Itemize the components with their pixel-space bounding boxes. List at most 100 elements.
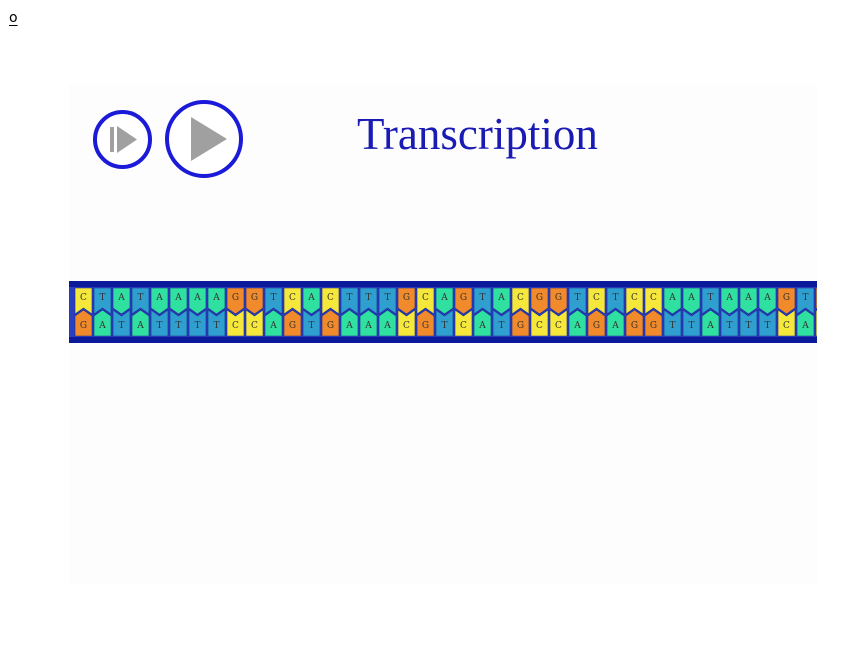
svg-text:A: A [136, 321, 144, 331]
svg-text:T: T [365, 293, 371, 303]
svg-text:G: G [460, 293, 467, 303]
svg-text:T: T [726, 321, 732, 331]
top-base-22: A [492, 287, 511, 315]
top-base-28: T [606, 287, 625, 315]
top-base-32: A [682, 287, 701, 315]
top-base-8: G [226, 287, 245, 315]
svg-text:A: A [440, 293, 448, 303]
svg-text:A: A [193, 293, 201, 303]
svg-text:A: A [687, 293, 695, 303]
svg-text:G: G [232, 293, 239, 303]
top-base-38: T [796, 287, 815, 315]
top-base-23: C [511, 287, 530, 315]
svg-text:A: A [269, 321, 277, 331]
svg-text:C: C [631, 293, 638, 303]
play-icon [191, 117, 227, 161]
svg-text:G: G [403, 293, 410, 303]
bottom-base-20: C [454, 309, 473, 337]
svg-text:T: T [802, 293, 808, 303]
dna-strands: CGTAATTAATATATATGCGCTACGATCGTATATAGCCGAT… [69, 287, 817, 337]
svg-text:C: C [650, 293, 657, 303]
bottom-base-3: A [131, 309, 150, 337]
top-base-24: G [530, 287, 549, 315]
corner-mark: o [9, 10, 18, 26]
bottom-base-2: T [112, 309, 131, 337]
bottom-base-21: A [473, 309, 492, 337]
top-base-15: T [359, 287, 378, 315]
bottom-base-19: T [435, 309, 454, 337]
top-base-35: A [739, 287, 758, 315]
svg-text:T: T [99, 293, 105, 303]
bottom-base-10: A [264, 309, 283, 337]
bottom-base-18: G [416, 309, 435, 337]
bottom-base-31: T [663, 309, 682, 337]
svg-text:G: G [517, 321, 524, 331]
step-forward-button[interactable] [93, 110, 152, 169]
top-base-39: G [815, 287, 817, 310]
top-base-33: T [701, 287, 720, 315]
svg-text:C: C [422, 293, 429, 303]
top-base-25: G [549, 287, 568, 315]
svg-text:T: T [574, 293, 580, 303]
top-base-12: A [302, 287, 321, 315]
bottom-base-34: T [720, 309, 739, 337]
svg-text:A: A [345, 321, 353, 331]
svg-text:A: A [478, 321, 486, 331]
svg-text:T: T [308, 321, 314, 331]
top-base-34: A [720, 287, 739, 315]
svg-text:T: T [175, 321, 181, 331]
bottom-base-36: T [758, 309, 777, 337]
svg-text:G: G [631, 321, 638, 331]
top-base-18: C [416, 287, 435, 315]
page-title: Transcription [357, 109, 598, 159]
svg-text:A: A [801, 321, 809, 331]
top-base-11: C [283, 287, 302, 315]
top-base-26: T [568, 287, 587, 315]
bottom-base-22: T [492, 309, 511, 337]
svg-text:T: T [270, 293, 276, 303]
svg-text:A: A [117, 293, 125, 303]
bottom-base-32: T [682, 309, 701, 337]
svg-text:C: C [403, 321, 410, 331]
svg-text:C: C [517, 293, 524, 303]
top-base-2: A [112, 287, 131, 315]
bottom-base-8: C [226, 309, 245, 337]
svg-text:C: C [251, 321, 258, 331]
bottom-base-11: G [283, 309, 302, 337]
svg-text:T: T [688, 321, 694, 331]
bottom-base-13: G [321, 309, 340, 337]
bottom-base-35: T [739, 309, 758, 337]
top-base-14: T [340, 287, 359, 315]
bottom-base-39: C [815, 309, 817, 337]
bottom-base-37: C [777, 309, 796, 337]
bottom-base-25: C [549, 309, 568, 337]
svg-text:A: A [668, 293, 676, 303]
svg-text:G: G [555, 293, 562, 303]
svg-text:A: A [744, 293, 752, 303]
svg-text:C: C [593, 293, 600, 303]
top-base-17: G [397, 287, 416, 315]
step-forward-icon [110, 126, 137, 153]
top-base-29: C [625, 287, 644, 315]
top-base-4: A [150, 287, 169, 315]
svg-text:A: A [212, 293, 220, 303]
svg-text:A: A [174, 293, 182, 303]
svg-text:T: T [479, 293, 485, 303]
top-base-20: G [454, 287, 473, 315]
top-base-0: C [74, 287, 93, 315]
svg-text:C: C [327, 293, 334, 303]
svg-text:G: G [80, 321, 87, 331]
svg-text:T: T [194, 321, 200, 331]
play-button[interactable] [165, 100, 243, 178]
svg-text:G: G [289, 321, 296, 331]
svg-text:A: A [706, 321, 714, 331]
svg-text:A: A [364, 321, 372, 331]
bottom-base-0: G [74, 309, 93, 337]
svg-text:C: C [289, 293, 296, 303]
bottom-base-38: A [796, 309, 815, 337]
svg-text:G: G [783, 293, 790, 303]
bottom-base-15: A [359, 309, 378, 337]
svg-text:C: C [460, 321, 467, 331]
bottom-base-27: G [587, 309, 606, 337]
